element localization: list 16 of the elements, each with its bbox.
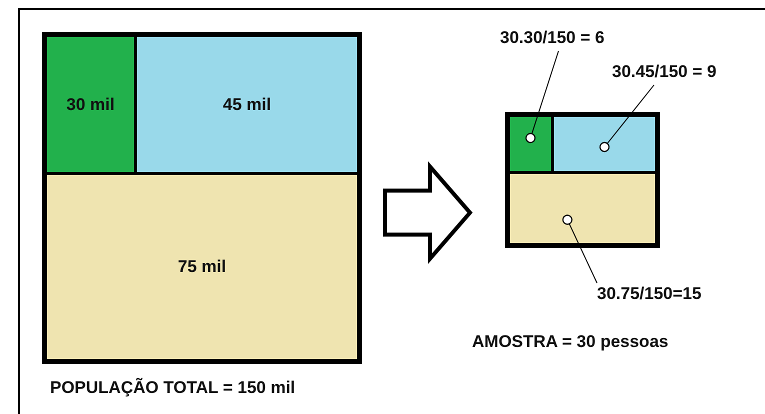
stratum-region: 75 mil — [44, 172, 360, 362]
leader-line — [599, 84, 654, 152]
leader-line — [562, 214, 598, 284]
formula-label: 30.45/150 = 9 — [612, 62, 752, 84]
formula-label: 30.75/150=15 — [597, 284, 742, 306]
stratum-region: 45 mil — [134, 34, 360, 175]
sample-stratum-region — [507, 171, 658, 246]
stratum-region: 30 mil — [44, 34, 137, 175]
block-arrow — [383, 161, 473, 264]
population-rectangle — [42, 32, 362, 364]
sample-stratum-region — [551, 114, 658, 174]
caption: POPULAÇÃO TOTAL = 150 mil — [50, 378, 296, 398]
sample-rectangle — [505, 112, 660, 248]
formula-label: 30.30/150 = 6 — [500, 28, 630, 50]
caption: AMOSTRA = 30 pessoas — [472, 332, 668, 352]
leader-line — [525, 50, 559, 144]
